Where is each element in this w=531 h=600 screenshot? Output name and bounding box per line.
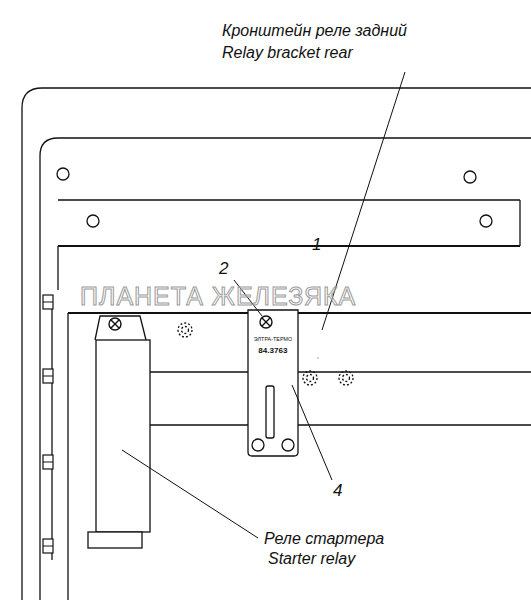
watermark: ПЛАНЕТА ЖЕЛЕЗЯКА <box>80 283 356 311</box>
part-name: Relay bracket rear <box>222 44 353 62</box>
callout-number: 2 <box>219 260 228 279</box>
part-name: Starter relay <box>268 550 355 568</box>
part-name: Реле стартера <box>264 530 384 548</box>
callout-number: 1 <box>312 236 321 255</box>
part-number: 84.3763 <box>248 346 298 355</box>
relay-body: ЭЛТРА-ТЕРМО 84.3763 <box>248 310 298 355</box>
part-name: Кронштейн реле задний <box>222 22 407 40</box>
callout-number: 4 <box>333 482 342 501</box>
maker-mark: ЭЛТРА-ТЕРМО <box>248 336 298 342</box>
